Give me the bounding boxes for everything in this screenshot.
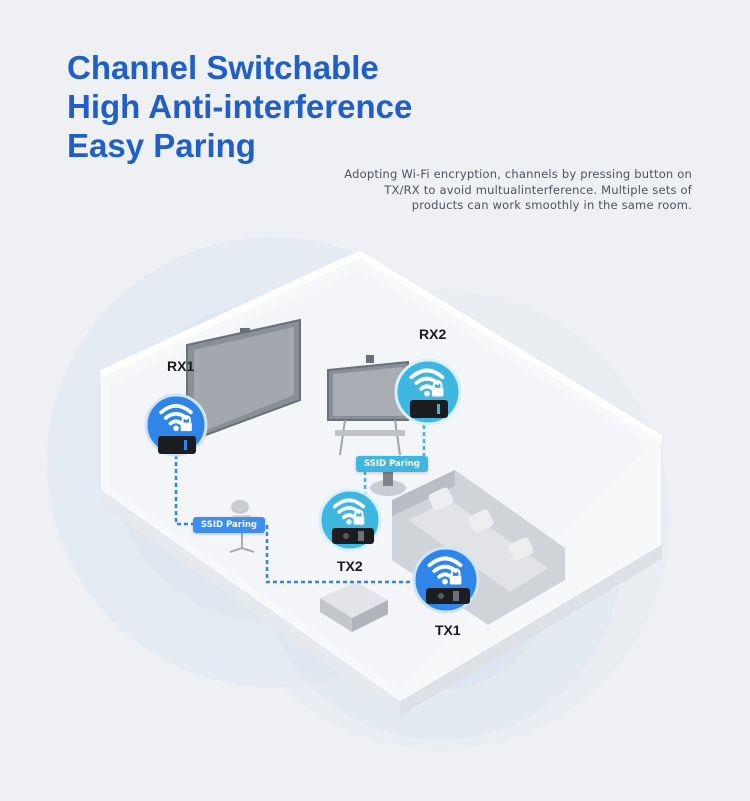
dongle-icon <box>410 400 448 418</box>
tx2-badge <box>318 488 382 552</box>
headline: Channel Switchable High Anti-interferenc… <box>67 48 412 165</box>
rx1-badge <box>144 393 208 457</box>
tx1-badge <box>412 546 480 614</box>
tx1-label: TX1 <box>435 622 461 638</box>
dongle-icon <box>158 436 196 454</box>
headline-line-3: Easy Paring <box>67 127 256 164</box>
headline-line-1: Channel Switchable <box>67 49 379 86</box>
ssid-paring-pill-right: SSID Paring <box>356 456 429 472</box>
tx2-label: TX2 <box>337 558 363 574</box>
headline-line-2: High Anti-interference <box>67 88 413 125</box>
description-text: Adopting Wi-Fi encryption, channels by p… <box>344 167 692 212</box>
ssid-paring-pill-left: SSID Paring <box>193 517 266 533</box>
ottoman <box>320 582 388 632</box>
coffee-table <box>370 472 406 496</box>
standing-display-right <box>327 355 409 456</box>
rx1-label: RX1 <box>167 358 195 374</box>
dongle-icon <box>332 528 374 544</box>
dongle-icon <box>426 588 470 604</box>
rx2-badge <box>394 358 462 426</box>
rx2-label: RX2 <box>419 326 447 342</box>
